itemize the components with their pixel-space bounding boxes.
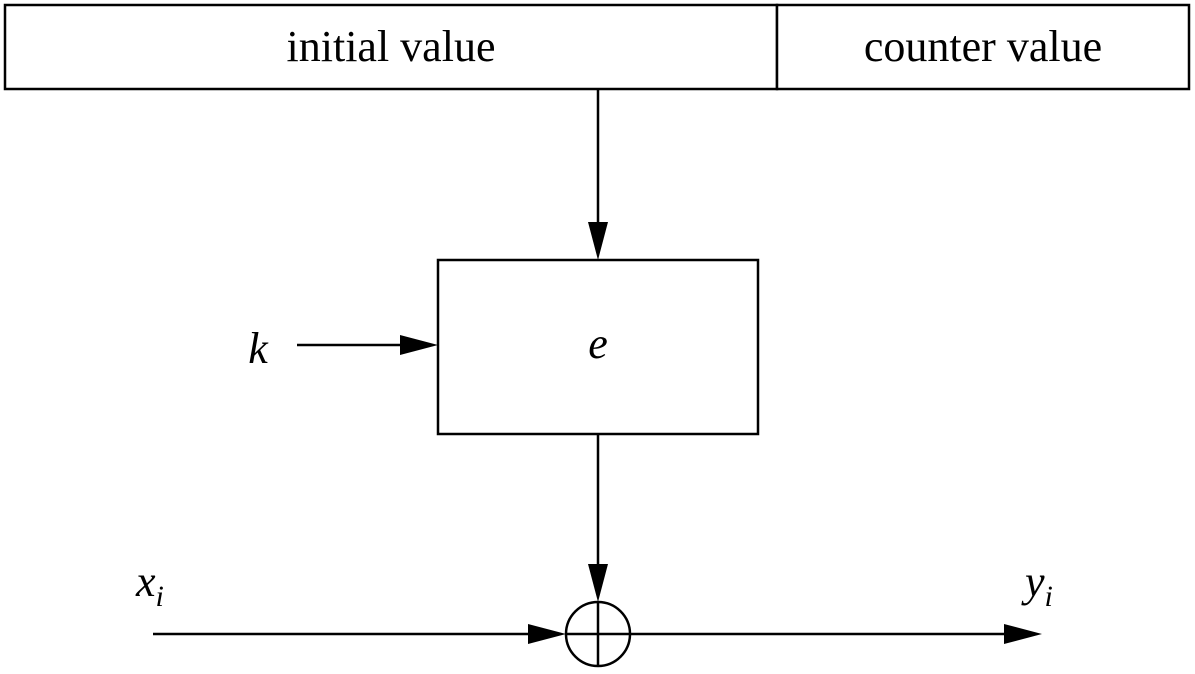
register-to-cipher-arrow xyxy=(588,89,608,260)
plaintext-subscript: i xyxy=(156,580,164,613)
plaintext-symbol: x xyxy=(135,557,156,606)
cipher-block: e xyxy=(436,258,760,436)
initial-value-field xyxy=(3,3,779,91)
arrowhead-right xyxy=(400,335,438,355)
arrowhead-down xyxy=(588,564,608,602)
plaintext-label: xi xyxy=(135,557,164,613)
ciphertext-label: yi xyxy=(1021,557,1053,613)
register: initial value counter value xyxy=(3,3,1191,91)
counter-value-label: counter value xyxy=(864,22,1102,71)
key-label: k xyxy=(248,324,269,373)
arrowhead-down xyxy=(588,222,608,260)
xor-icon xyxy=(564,600,632,668)
ciphertext-output: yi xyxy=(630,557,1053,644)
key-input: k xyxy=(248,324,438,373)
arrowhead-right xyxy=(528,624,566,644)
counter-value-field xyxy=(775,3,1191,91)
arrowhead-right xyxy=(1004,624,1042,644)
ciphertext-subscript: i xyxy=(1045,580,1053,613)
initial-value-label: initial value xyxy=(287,22,496,71)
encryption-function-label: e xyxy=(588,319,608,368)
ciphertext-symbol: y xyxy=(1021,557,1045,606)
cipher-to-xor-arrow xyxy=(588,434,608,602)
plaintext-input: xi xyxy=(135,557,566,644)
